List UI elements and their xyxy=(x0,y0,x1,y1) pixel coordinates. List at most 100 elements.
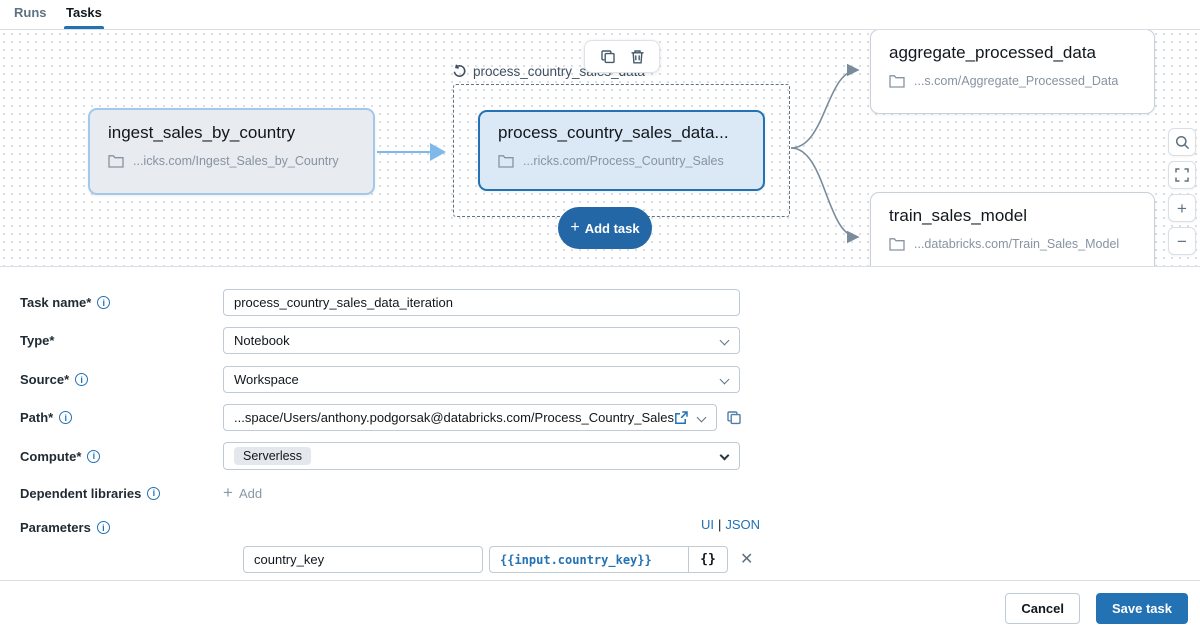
parameters-mode-separator: | xyxy=(717,517,722,532)
zoom-out-button[interactable]: − xyxy=(1168,227,1196,255)
task-node-title: aggregate_processed_data xyxy=(889,43,1096,62)
chevron-down-icon xyxy=(719,374,730,385)
task-node-title: process_country_sales_data... xyxy=(498,123,729,142)
info-icon[interactable]: i xyxy=(97,296,111,309)
info-icon[interactable]: i xyxy=(96,521,110,534)
parameters-row: Parameters i xyxy=(0,520,223,535)
type-row: Type* Notebook xyxy=(0,327,740,354)
add-library-label: Add xyxy=(238,485,263,501)
add-task-label: Add task xyxy=(584,220,640,236)
panel-footer: Cancel Save task xyxy=(0,580,1200,636)
dag-canvas[interactable]: process_country_sales_data ingest_sales_… xyxy=(0,30,1200,267)
type-select[interactable]: Notebook xyxy=(223,327,740,354)
tab-tasks[interactable]: Tasks xyxy=(66,5,102,20)
folder-icon xyxy=(498,154,514,168)
task-node-train-sales-model[interactable]: train_sales_model ...databricks.com/Trai… xyxy=(870,192,1155,266)
source-row: Source* i Workspace xyxy=(0,366,740,393)
source-select[interactable]: Workspace xyxy=(223,366,740,393)
task-node-path: ...s.com/Aggregate_Processed_Data xyxy=(889,74,1136,88)
add-task-button[interactable]: + Add task xyxy=(558,207,652,249)
zoom-search-button[interactable] xyxy=(1168,128,1196,156)
info-icon[interactable]: i xyxy=(87,449,101,463)
info-icon[interactable]: i xyxy=(59,411,73,424)
source-label: Source* i xyxy=(0,372,223,387)
task-name-label-text: Task name* xyxy=(20,295,92,310)
info-icon[interactable]: i xyxy=(147,486,161,500)
plus-icon: + xyxy=(1177,198,1187,218)
task-node-path: ...databricks.com/Train_Sales_Model xyxy=(889,237,1136,251)
dependent-libraries-label: Dependent libraries i xyxy=(0,486,223,501)
task-name-label: Task name* i xyxy=(0,295,223,310)
compute-label-text: Compute* xyxy=(20,448,82,464)
copy-path-icon[interactable] xyxy=(726,410,742,426)
search-icon xyxy=(1175,135,1190,150)
type-label: Type* xyxy=(0,333,223,348)
task-config-panel: Task name* i Type* Notebook Source* i Wo… xyxy=(0,267,1200,580)
tabs-bar: Runs Tasks xyxy=(0,0,1200,30)
zoom-in-button[interactable]: + xyxy=(1168,194,1196,222)
canvas-controls: + − xyxy=(1168,128,1196,255)
save-task-button[interactable]: Save task xyxy=(1096,593,1188,624)
source-label-text: Source* xyxy=(20,372,70,387)
cancel-button[interactable]: Cancel xyxy=(1005,593,1080,624)
external-link-icon[interactable] xyxy=(674,411,688,425)
compute-chip: Serverless xyxy=(234,447,312,465)
dependent-libraries-row: Dependent libraries i + Add xyxy=(0,483,262,503)
tab-runs[interactable]: Runs xyxy=(14,5,47,20)
compute-label: Compute* i xyxy=(0,449,223,464)
path-row: Path* i ...space/Users/anthony.podgorsak… xyxy=(0,404,742,431)
task-node-path: ...icks.com/Ingest_Sales_by_Country xyxy=(108,154,355,168)
task-node-title: train_sales_model xyxy=(889,206,1027,225)
parameters-mode-switch: UI|JSON xyxy=(243,517,760,532)
chevron-down-icon xyxy=(719,335,730,346)
braces-icon[interactable]: {} xyxy=(688,546,728,573)
task-node-process-country-sales-selected[interactable]: process_country_sales_data... ...ricks.c… xyxy=(478,110,765,191)
task-name-row: Task name* i xyxy=(0,289,740,316)
path-value: ...space/Users/anthony.podgorsak@databri… xyxy=(234,410,675,425)
dependent-libraries-label-text: Dependent libraries xyxy=(20,485,142,501)
parameter-value-group: {} xyxy=(489,546,728,573)
active-tab-indicator xyxy=(64,26,104,29)
fit-view-icon xyxy=(1175,168,1189,182)
path-label-text: Path* xyxy=(20,410,54,425)
plus-icon: + xyxy=(223,483,233,502)
delete-task-icon[interactable] xyxy=(630,49,645,65)
task-name-input[interactable] xyxy=(223,289,740,316)
source-select-value: Workspace xyxy=(234,372,299,387)
parameter-value-input[interactable] xyxy=(489,546,688,573)
add-library-button[interactable]: + Add xyxy=(223,483,262,503)
task-node-title: ingest_sales_by_country xyxy=(108,123,296,142)
loop-icon xyxy=(452,64,467,79)
path-label: Path* i xyxy=(0,410,223,425)
parameters-label: Parameters i xyxy=(0,520,223,535)
task-node-path-text: ...s.com/Aggregate_Processed_Data xyxy=(914,74,1119,88)
folder-icon xyxy=(889,74,905,88)
path-select[interactable]: ...space/Users/anthony.podgorsak@databri… xyxy=(223,404,717,431)
duplicate-task-icon[interactable] xyxy=(600,49,616,65)
task-node-toolbar xyxy=(584,40,660,73)
minus-icon: − xyxy=(1177,231,1187,251)
chevron-down-icon xyxy=(696,412,707,423)
type-label-text: Type* xyxy=(20,333,55,348)
folder-icon xyxy=(108,154,124,168)
info-icon[interactable]: i xyxy=(75,373,89,386)
parameter-key-input[interactable] xyxy=(243,546,483,573)
task-node-ingest-sales-by-country[interactable]: ingest_sales_by_country ...icks.com/Inge… xyxy=(88,108,375,195)
compute-select[interactable]: Serverless xyxy=(223,442,740,470)
parameters-ui-link[interactable]: UI xyxy=(700,517,714,532)
remove-parameter-icon[interactable]: ✕ xyxy=(740,550,754,568)
chevron-down-icon xyxy=(719,450,730,461)
compute-row: Compute* i Serverless xyxy=(0,442,740,470)
parameters-json-link[interactable]: JSON xyxy=(725,517,760,532)
type-select-value: Notebook xyxy=(234,333,290,348)
fit-view-button[interactable] xyxy=(1168,161,1196,189)
parameter-item-row: {} ✕ xyxy=(243,546,753,573)
task-node-path-text: ...icks.com/Ingest_Sales_by_Country xyxy=(133,154,339,168)
task-node-path: ...ricks.com/Process_Country_Sales xyxy=(498,154,745,168)
task-node-aggregate-processed-data[interactable]: aggregate_processed_data ...s.com/Aggreg… xyxy=(870,30,1155,114)
folder-icon xyxy=(889,237,905,251)
plus-icon: + xyxy=(570,218,580,236)
task-node-path-text: ...databricks.com/Train_Sales_Model xyxy=(914,237,1120,251)
parameters-label-text: Parameters xyxy=(20,520,91,535)
